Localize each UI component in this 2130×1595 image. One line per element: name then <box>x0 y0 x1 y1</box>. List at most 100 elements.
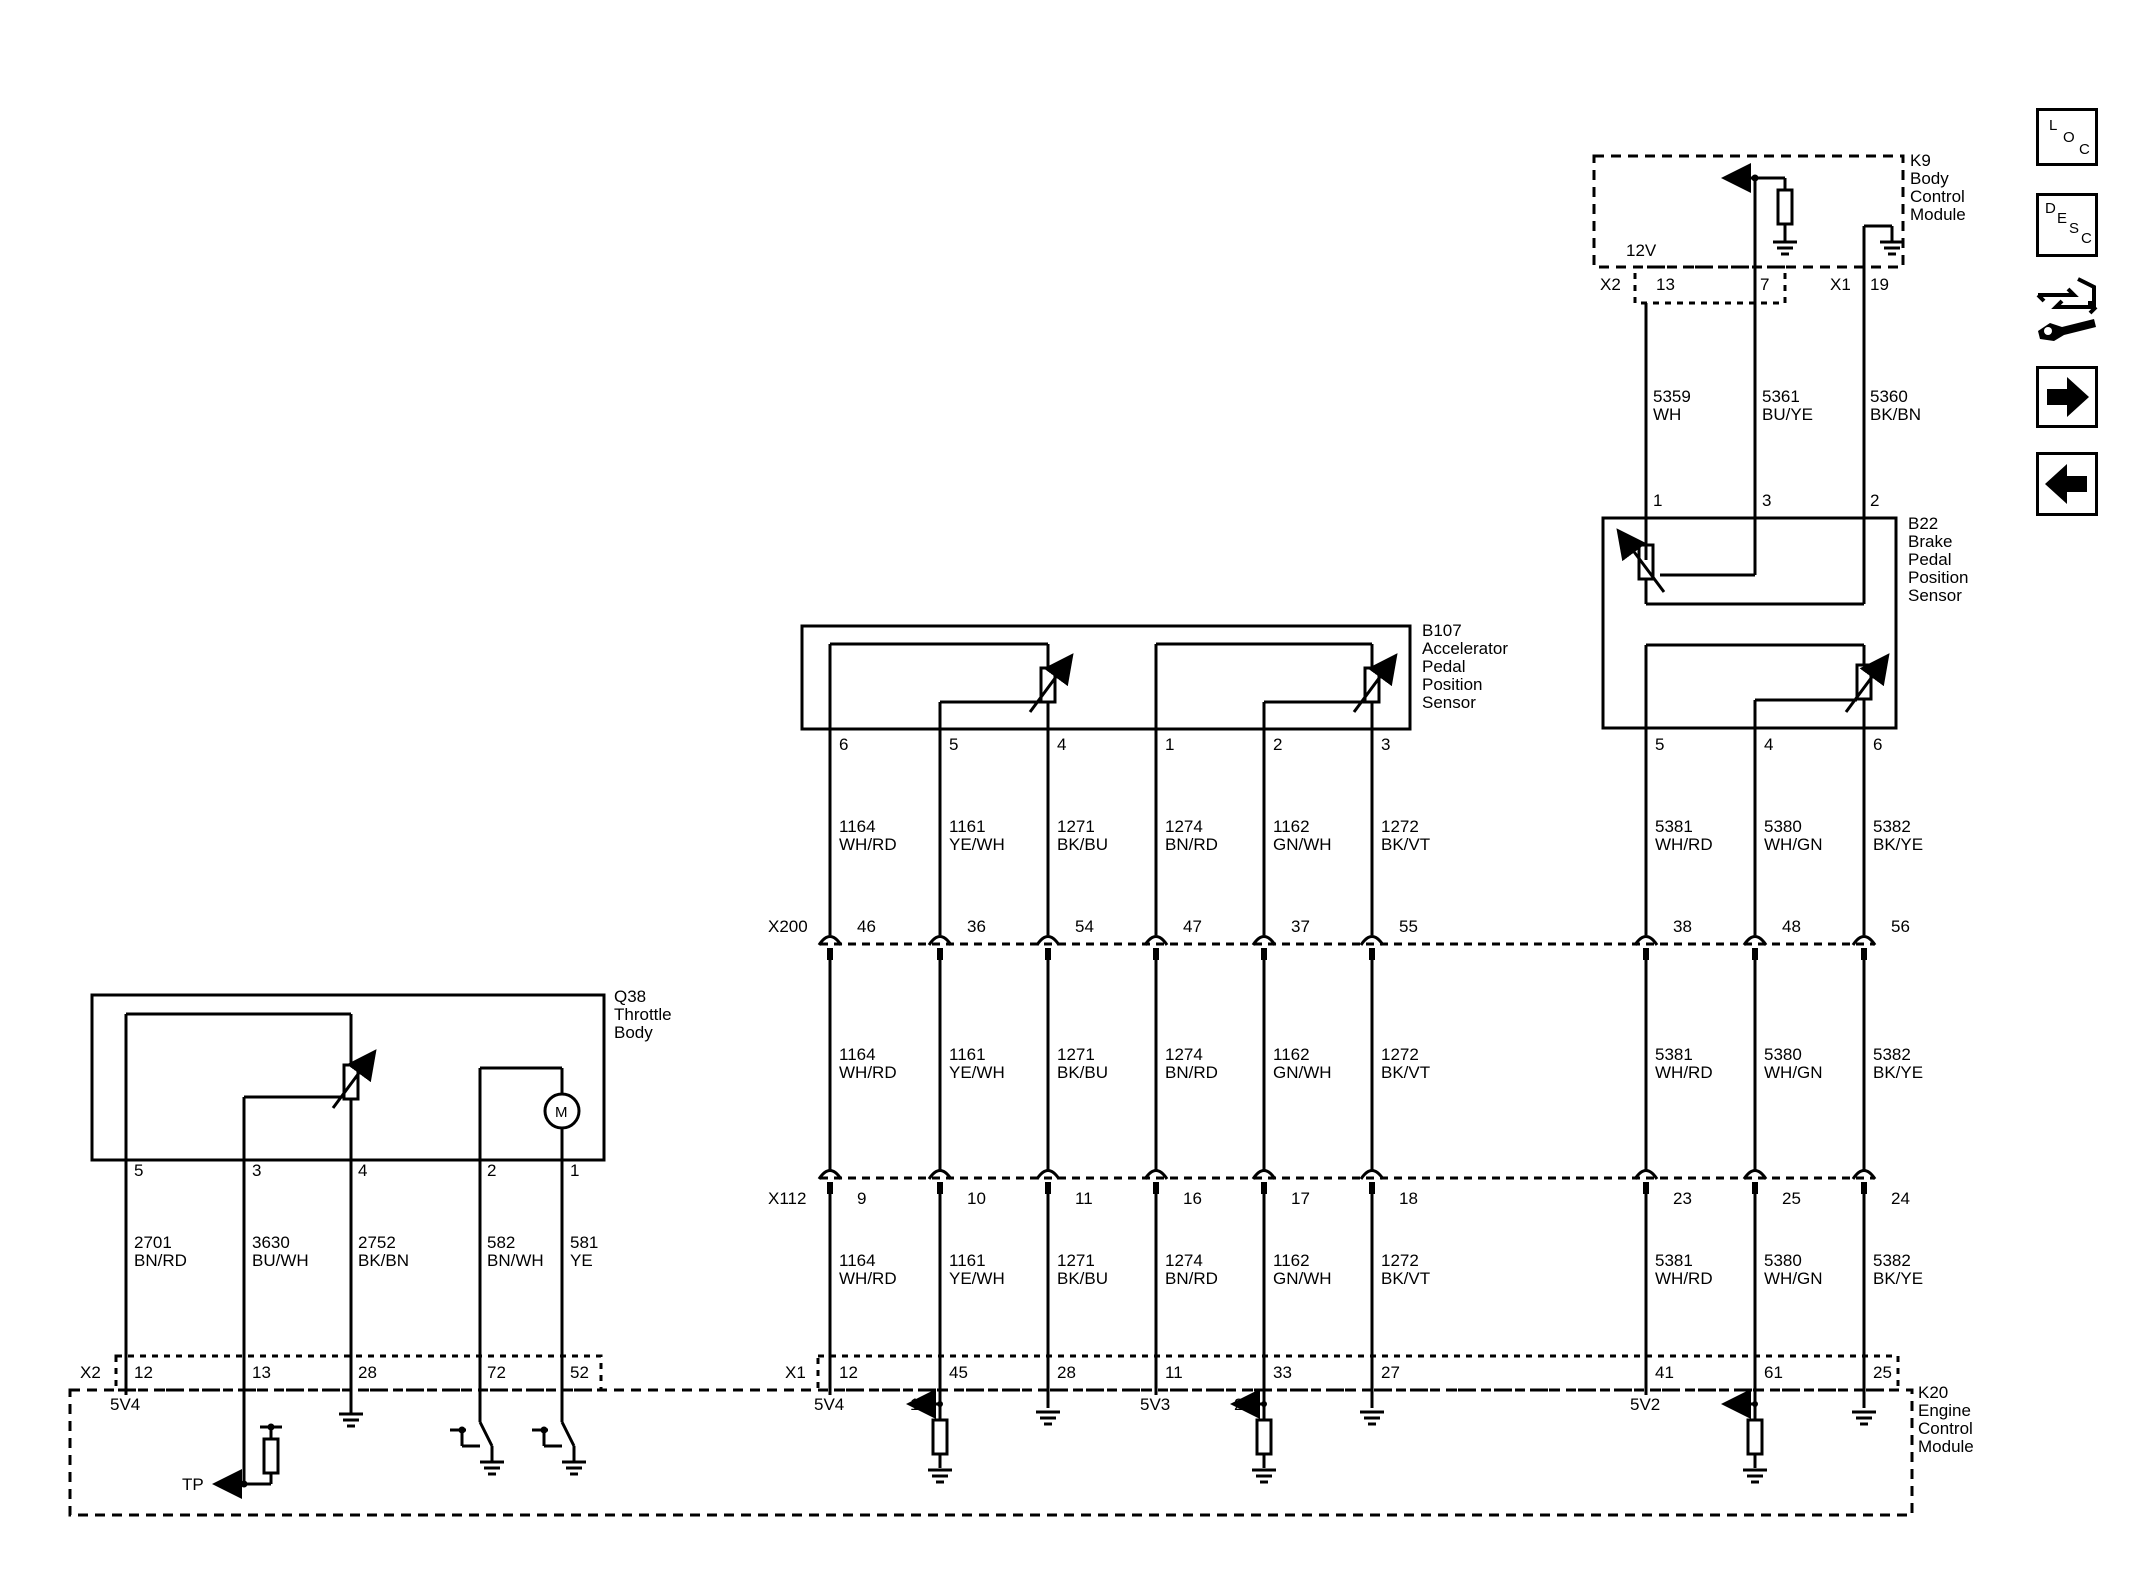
circuit-number-upper: 1161 <box>949 817 986 836</box>
x112-terminal <box>1359 1169 1385 1180</box>
x112-pin-label: 11 <box>1075 1189 1093 1208</box>
x112-pin-label: 18 <box>1399 1189 1418 1208</box>
x200-terminal-pin <box>1153 948 1159 960</box>
back-arrow-button[interactable] <box>2036 452 2098 516</box>
b22-sensor <box>1601 303 1898 730</box>
loc-letter-1: L <box>2049 117 2058 134</box>
circuit-number-upper: 1274 <box>1165 817 1203 836</box>
desc-button[interactable]: D E S C <box>2036 193 2098 257</box>
x112-pin-label: 16 <box>1183 1189 1202 1208</box>
junction-dot <box>937 1401 943 1407</box>
b22-top-pin-1: 1 <box>1653 491 1662 510</box>
x112-terminal-pin <box>1861 1182 1867 1194</box>
q38-color-4: BN/WH <box>487 1251 544 1270</box>
circuit-number-upper: 1162 <box>1273 817 1310 836</box>
k20-x2-pin-2: 13 <box>252 1363 271 1382</box>
component-pin-label: 5 <box>949 735 958 754</box>
x200-terminal-pin <box>1752 948 1758 960</box>
b22-wire-3-circuit: 5360 <box>1870 387 1908 406</box>
wire-color-lower: WH/GN <box>1764 1269 1823 1288</box>
k9-pin-13: 13 <box>1656 275 1675 294</box>
loc-button[interactable]: L O C <box>2036 108 2098 166</box>
wire-color-lower: BK/BU <box>1057 1269 1108 1288</box>
circuit-number-middle: 1274 <box>1165 1045 1203 1064</box>
q38-pin-5: 1 <box>570 1161 579 1180</box>
x112-terminal <box>927 1169 953 1180</box>
x112-terminal-pin <box>1643 1182 1649 1194</box>
b22-wire-2-circuit: 5361 <box>1762 387 1800 406</box>
x112-terminal <box>1035 1169 1061 1180</box>
x200-terminal <box>1633 935 1659 946</box>
b22-line-4: Sensor <box>1908 586 1962 605</box>
k20-id: K20 <box>1918 1383 1948 1402</box>
circuit-number-middle: 5380 <box>1764 1045 1802 1064</box>
k20-x2-pin-5: 52 <box>570 1363 589 1382</box>
wire-color-upper: WH/GN <box>1764 835 1823 854</box>
circuit-number-lower: 5381 <box>1655 1251 1693 1270</box>
k20-x1-pin-label: 28 <box>1057 1363 1076 1382</box>
q38-circuit-3: 2752 <box>358 1233 396 1252</box>
x112-terminal-pin <box>937 1182 943 1194</box>
wire-color-middle: BK/VT <box>1381 1063 1430 1082</box>
wire-color-middle: BN/RD <box>1165 1063 1218 1082</box>
loc-letter-3: C <box>2079 141 2090 158</box>
circuit-number-upper: 5381 <box>1655 817 1693 836</box>
x200-terminal-pin <box>827 948 833 960</box>
x200-terminal <box>927 935 953 946</box>
b107-sensor <box>800 624 1412 731</box>
k20-x2-pin-1: 12 <box>134 1363 153 1382</box>
x200-pin-label: 54 <box>1075 917 1094 936</box>
x112-terminal <box>1851 1169 1877 1180</box>
wire-color-lower: GN/WH <box>1273 1269 1332 1288</box>
x112-terminal-pin <box>1752 1182 1758 1194</box>
x200-terminal <box>1251 935 1277 946</box>
circuit-number-upper: 1271 <box>1057 817 1095 836</box>
q38-pin-2: 3 <box>252 1161 261 1180</box>
k20-module <box>68 1160 1914 1517</box>
signal-label: 2 <box>1234 1395 1243 1414</box>
q38-k20-label-tp: TP <box>182 1475 204 1494</box>
x200-pin-label: 55 <box>1399 917 1418 936</box>
q38-line-1: Throttle <box>614 1005 672 1024</box>
k9-line-1: Body <box>1910 169 1949 188</box>
wire-color-upper: WH/RD <box>1655 835 1713 854</box>
component-pin-label: 3 <box>1381 735 1390 754</box>
k20-x1-pin-label: 11 <box>1165 1363 1183 1382</box>
x112-terminal <box>1143 1169 1169 1180</box>
b107-id: B107 <box>1422 621 1462 640</box>
b22-wire-3-color: BK/BN <box>1870 405 1921 424</box>
q38-throttle-body <box>90 993 606 1162</box>
wire-color-lower: BK/VT <box>1381 1269 1430 1288</box>
wire-color-middle: BK/BU <box>1057 1063 1108 1082</box>
x112-terminal-pin <box>827 1182 833 1194</box>
signal-label: 1 <box>910 1395 919 1414</box>
junction-dot <box>1261 1401 1267 1407</box>
x200-terminal-pin <box>1643 948 1649 960</box>
x200-pin-label: 38 <box>1673 917 1692 936</box>
inline-connector-lines <box>820 942 1875 1180</box>
b107-line-4: Sensor <box>1422 693 1476 712</box>
x200-terminal <box>1035 935 1061 946</box>
b22-id: B22 <box>1908 514 1938 533</box>
wire-color-lower: WH/RD <box>839 1269 897 1288</box>
x200-pin-label: 36 <box>967 917 986 936</box>
circuit-number-lower: 1274 <box>1165 1251 1203 1270</box>
b107-line-3: Position <box>1422 675 1482 694</box>
forward-arrow-button[interactable] <box>2036 366 2098 428</box>
k20-x1-pin-label: 25 <box>1873 1363 1892 1382</box>
q38-pin-3: 4 <box>358 1161 367 1180</box>
q38-circuit-4: 582 <box>487 1233 515 1252</box>
circuit-number-upper: 1164 <box>839 817 876 836</box>
component-pin-label: 1 <box>1165 735 1174 754</box>
circuit-number-middle: 1272 <box>1381 1045 1419 1064</box>
k20-x1-pin-label: 61 <box>1764 1363 1783 1382</box>
k20-line-1: Engine <box>1918 1401 1971 1420</box>
b22-wire-1-color: WH <box>1653 405 1681 424</box>
q38-circuit-5: 581 <box>570 1233 598 1252</box>
wire-color-middle: WH/GN <box>1764 1063 1823 1082</box>
connector-tool-icon[interactable] <box>2034 273 2100 347</box>
q38-circuit-1: 2701 <box>134 1233 172 1252</box>
wire-color-upper: BN/RD <box>1165 835 1218 854</box>
k20-line-2: Control <box>1918 1419 1973 1438</box>
